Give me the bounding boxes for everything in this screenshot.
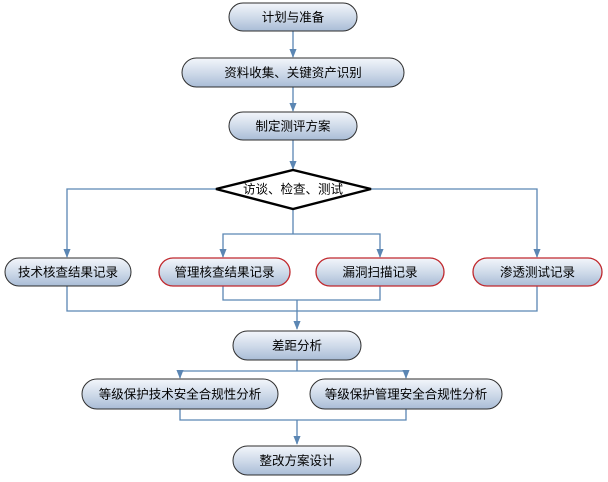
connector-decision-to-mgmt-record <box>219 233 293 258</box>
node-mgmt-record-label: 管理核查结果记录 <box>174 265 274 280</box>
connector-decision-to-vuln-scan <box>293 233 384 258</box>
node-mgmt-analysis: 等级保护管理安全合规性分析 <box>309 378 503 410</box>
node-scheme-label: 制定测评方案 <box>255 119 331 134</box>
node-collect-label: 资料收集、关键资产识别 <box>224 65 362 80</box>
node-pentest-label: 渗透测试记录 <box>500 265 575 280</box>
node-rectify-label: 整改方案设计 <box>259 453 334 468</box>
connector-decision-to-pentest <box>371 188 541 258</box>
node-scheme: 制定测评方案 <box>228 111 358 141</box>
node-plan: 计划与准备 <box>228 2 358 32</box>
connector-tech-record-down <box>66 286 297 312</box>
connectors <box>63 31 541 445</box>
node-rectify: 整改方案设计 <box>232 445 362 476</box>
node-gap: 差距分析 <box>232 330 362 361</box>
node-mgmt-analysis-label: 等级保护管理安全合规性分析 <box>325 387 488 402</box>
node-tech-analysis-label: 等级保护技术安全合规性分析 <box>99 387 262 402</box>
node-vuln-scan-label: 漏洞扫描记录 <box>342 265 417 280</box>
node-plan-label: 计划与准备 <box>262 10 325 25</box>
node-tech-record: 技术核查结果记录 <box>4 257 132 287</box>
connector-vuln-scan-down <box>297 286 381 301</box>
node-tech-record-label: 技术核查结果记录 <box>18 265 118 280</box>
node-gap-label: 差距分析 <box>272 338 322 353</box>
connector-mgmt-analysis-down <box>297 409 407 421</box>
connector-tech-analysis-down <box>179 409 297 421</box>
node-collect: 资料收集、关键资产识别 <box>181 57 405 88</box>
connector-gap-to-mgmt-analysis <box>297 369 410 379</box>
node-pentest: 渗透测试记录 <box>472 257 603 287</box>
node-mgmt-record: 管理核查结果记录 <box>158 257 291 287</box>
node-vuln-scan: 漏洞扫描记录 <box>315 257 445 287</box>
node-decision-label: 访谈、检查、测试 <box>243 182 344 197</box>
node-tech-analysis: 等级保护技术安全合规性分析 <box>81 378 279 410</box>
connector-mgmt-record-down <box>222 286 297 301</box>
connector-gap-to-tech-analysis <box>176 369 297 379</box>
connector-pentest-down <box>297 286 538 312</box>
node-decision: 访谈、检查、测试 <box>215 168 372 211</box>
connector-decision-to-tech-record <box>63 188 216 258</box>
